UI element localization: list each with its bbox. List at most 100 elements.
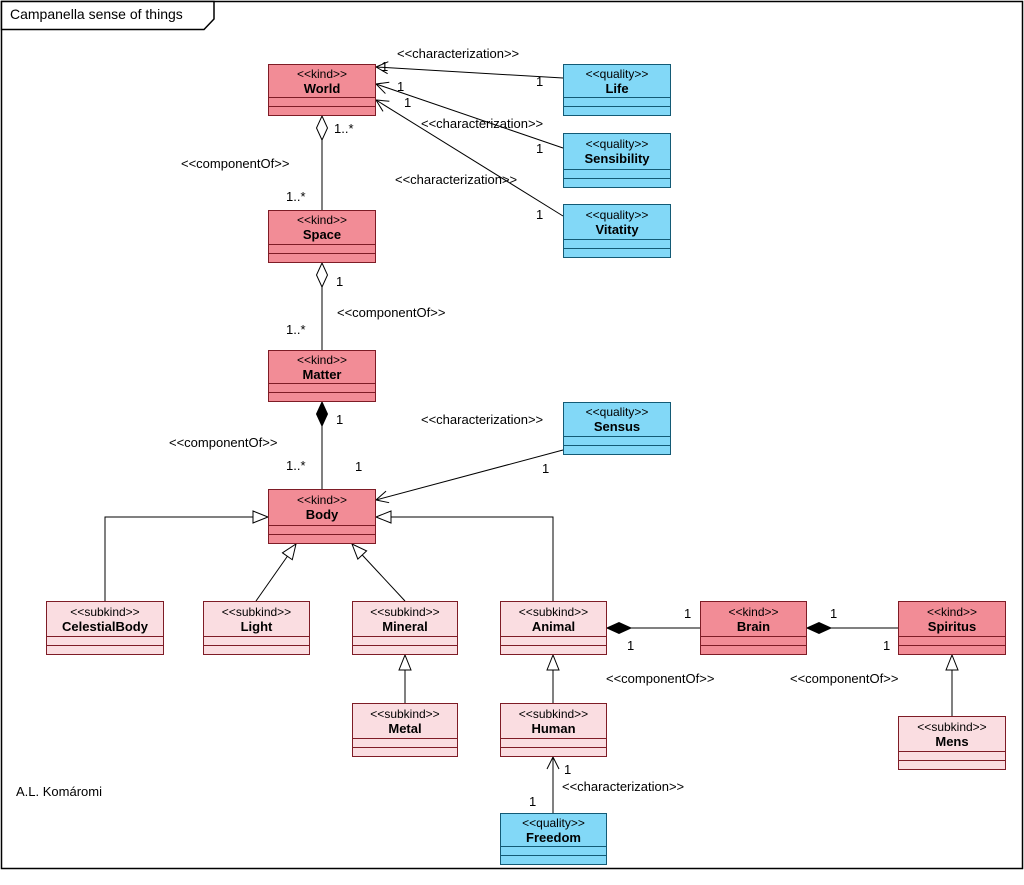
class-mineral[interactable]: <<subkind>> Mineral	[352, 601, 458, 655]
class-matter[interactable]: <<kind>> Matter	[268, 350, 376, 402]
class-sensus-attributes	[564, 436, 670, 445]
class-mineral-operations	[353, 645, 457, 654]
multiplicity-sensus-body-near-body: 1	[355, 459, 363, 474]
class-animal-operations	[501, 645, 606, 654]
class-light-operations	[204, 645, 309, 654]
class-mens-name: Mens	[935, 733, 969, 749]
diagram-title: Campanella sense of things	[10, 6, 183, 22]
multiplicity-matter-body-near-body: 1..*	[286, 458, 306, 473]
class-space-operations	[269, 253, 375, 262]
class-life-operations	[564, 106, 670, 115]
class-life-attributes	[564, 97, 670, 106]
class-spiritus-name: Spiritus	[927, 618, 977, 634]
class-mens-stereotype: <<subkind>>	[917, 719, 987, 734]
class-mens-header: <<subkind>> Mens	[899, 717, 1005, 751]
class-mens-attributes	[899, 751, 1005, 760]
multiplicity-freedom-human-near-freedom: 1	[529, 794, 537, 809]
class-mineral-attributes	[353, 636, 457, 645]
class-body[interactable]: <<kind>> Body	[268, 489, 376, 544]
class-world-header: <<kind>> World	[269, 65, 375, 97]
class-metal-header: <<subkind>> Metal	[353, 704, 457, 738]
class-sensibility[interactable]: <<quality>> Sensibility	[563, 133, 671, 188]
class-body-operations	[269, 534, 375, 543]
class-freedom[interactable]: <<quality>> Freedom	[500, 813, 607, 865]
multiplicity-world-space-near-world: 1..*	[334, 121, 354, 136]
class-metal-name: Metal	[388, 720, 422, 736]
edge-label-characterization-sensus-body: <<characterization>>	[421, 412, 544, 427]
class-mens[interactable]: <<subkind>> Mens	[898, 716, 1006, 770]
class-human[interactable]: <<subkind>> Human	[500, 703, 607, 757]
multiplicity-brain-spiritus-near-spiritus: 1	[883, 638, 891, 653]
class-human-attributes	[501, 738, 606, 747]
class-animal-header: <<subkind>> Animal	[501, 602, 606, 636]
class-matter-stereotype: <<kind>>	[296, 352, 348, 367]
multiplicity-world-space-near-space: 1..*	[286, 189, 306, 204]
multiplicity-vitatity-world-near-world: 1	[404, 95, 412, 110]
class-freedom-operations	[501, 855, 606, 864]
class-vitatity-stereotype: <<quality>>	[585, 207, 649, 222]
class-vitatity-header: <<quality>> Vitatity	[564, 205, 670, 239]
class-space[interactable]: <<kind>> Space	[268, 210, 376, 263]
class-world-operations	[269, 106, 375, 115]
class-celestialbody[interactable]: <<subkind>> CelestialBody	[46, 601, 164, 655]
class-celestialbody-attributes	[47, 636, 163, 645]
class-vitatity[interactable]: <<quality>> Vitatity	[563, 204, 671, 258]
edge-generalization-celestialbody-body	[104, 510, 270, 601]
class-mineral-name: Mineral	[382, 618, 428, 634]
class-sensus[interactable]: <<quality>> Sensus	[563, 402, 671, 455]
class-world[interactable]: <<kind>> World	[268, 64, 376, 116]
class-light[interactable]: <<subkind>> Light	[203, 601, 310, 655]
class-brain[interactable]: <<kind>> Brain	[700, 601, 807, 655]
class-spiritus-attributes	[899, 636, 1005, 645]
multiplicity-sensibility-world-near-world: 1	[397, 79, 405, 94]
multiplicity-space-matter-near-matter: 1..*	[286, 322, 306, 337]
class-animal-name: Animal	[531, 618, 576, 634]
class-sensibility-operations	[564, 178, 670, 187]
class-space-header: <<kind>> Space	[269, 211, 375, 244]
class-mens-operations	[899, 760, 1005, 769]
multiplicity-animal-brain-near-animal: 1	[627, 638, 635, 653]
class-light-name: Light	[240, 618, 273, 634]
class-matter-name: Matter	[302, 366, 342, 382]
class-light-header: <<subkind>> Light	[204, 602, 309, 636]
edge-characterization-life-world	[374, 61, 564, 79]
class-light-attributes	[204, 636, 309, 645]
multiplicity-matter-body-near-matter: 1	[336, 412, 344, 427]
multiplicity-space-matter-near-space: 1	[336, 274, 344, 289]
class-brain-name: Brain	[736, 618, 771, 634]
class-life[interactable]: <<quality>> Life	[563, 64, 671, 116]
class-body-attributes	[269, 525, 375, 534]
class-human-stereotype: <<subkind>>	[518, 706, 589, 721]
class-sensus-name: Sensus	[593, 419, 641, 434]
class-world-name: World	[303, 80, 341, 96]
class-life-stereotype: <<quality>>	[585, 66, 649, 81]
class-vitatity-operations	[564, 248, 670, 257]
edge-label-characterization-life-world: <<characterization>>	[397, 46, 520, 61]
class-celestialbody-stereotype: <<subkind>>	[70, 604, 140, 619]
class-sensibility-header: <<quality>> Sensibility	[564, 134, 670, 169]
class-brain-attributes	[701, 636, 806, 645]
edge-label-componentof-matter-body: <<componentOf>>	[169, 435, 278, 450]
edge-characterization-sensus-body	[374, 449, 564, 504]
author-note: A.L. Komáromi	[16, 784, 102, 799]
class-celestialbody-name: CelestialBody	[62, 618, 148, 634]
class-animal-attributes	[501, 636, 606, 645]
class-freedom-header: <<quality>> Freedom	[501, 814, 606, 846]
class-metal-stereotype: <<subkind>>	[370, 706, 440, 721]
class-body-name: Body	[305, 507, 339, 522]
class-spiritus-stereotype: <<kind>>	[926, 604, 978, 619]
class-freedom-stereotype: <<quality>>	[522, 815, 585, 830]
class-human-operations	[501, 747, 606, 756]
class-freedom-attributes	[501, 846, 606, 855]
class-life-header: <<quality>> Life	[564, 65, 670, 97]
multiplicity-vitatity-world-near-vitatity: 1	[536, 207, 544, 222]
class-celestialbody-header: <<subkind>> CelestialBody	[47, 602, 163, 636]
class-matter-operations	[269, 392, 375, 401]
class-spiritus[interactable]: <<kind>> Spiritus	[898, 601, 1006, 655]
class-metal[interactable]: <<subkind>> Metal	[352, 703, 458, 757]
class-sensus-operations	[564, 445, 670, 454]
class-animal[interactable]: <<subkind>> Animal	[500, 601, 607, 655]
class-world-attributes	[269, 97, 375, 106]
class-space-name: Space	[302, 227, 342, 242]
